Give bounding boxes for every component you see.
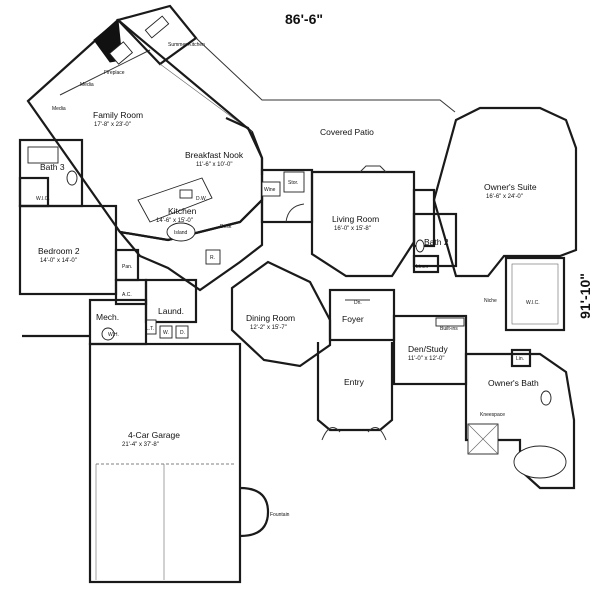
garage-walls <box>88 342 242 584</box>
kitchen-counter <box>137 177 213 223</box>
note-kneespace: Kneespace <box>480 412 505 418</box>
label-family-room: Family Room <box>93 110 143 120</box>
note-wic-bath3: W.I.C. <box>36 196 50 202</box>
label-dining-room: Dining Room <box>246 313 295 323</box>
kitchen-walls <box>117 197 264 292</box>
note-lin: Lin. <box>516 356 524 362</box>
water-heater <box>101 327 115 341</box>
label-garage: 4-Car Garage <box>128 430 180 440</box>
linen-closet <box>412 254 440 274</box>
label-entry: Entry <box>344 377 365 387</box>
owners-linen <box>510 348 532 368</box>
label-den-study: Den/Study <box>408 344 448 354</box>
bath2-walls <box>412 212 458 268</box>
entry-door-left <box>321 427 341 441</box>
depth-dimension: 91'-10" <box>577 273 593 319</box>
den-study-walls <box>392 314 468 386</box>
note-ac: A.C. <box>122 292 132 298</box>
media-wall-line <box>59 49 151 96</box>
fridge <box>205 249 221 265</box>
dim-family-room: 17'-8" x 23'-0" <box>94 122 131 128</box>
note-linen: Linen <box>416 264 428 270</box>
label-kitchen: Kitchen <box>168 206 197 216</box>
note-niche: Niche <box>484 298 497 304</box>
dim-owners-suite: 16'-6" x 24'-0" <box>486 194 523 200</box>
entry-door-right <box>367 427 387 441</box>
storage-closet <box>283 171 305 193</box>
note-rf: R. <box>210 255 215 261</box>
note-w: W. <box>163 330 169 336</box>
dryer <box>175 325 189 339</box>
patio-roof-edge <box>195 37 456 113</box>
dim-dining-room: 12'-2" x 15'-7" <box>250 325 287 331</box>
note-desk: Desk <box>220 224 232 230</box>
note-dw: D.W. <box>196 196 207 202</box>
note-d: D. <box>180 330 185 336</box>
label-mech: Mech. <box>96 312 119 322</box>
wine-closet <box>261 181 281 197</box>
washer <box>159 325 173 339</box>
owners-wic-shelving <box>511 263 559 325</box>
label-bath2: Bath 2 <box>424 237 449 247</box>
label-owners-suite: Owner's Suite <box>484 182 537 192</box>
note-dn: Dn. <box>354 300 362 306</box>
note-fireplace: Fireplace <box>104 70 125 76</box>
dim-kitchen: 14'-6" x 15'-0" <box>156 218 193 224</box>
annotation-labels: Summer Kitchen Fireplace Media Media W.I… <box>36 42 540 518</box>
note-island: Island <box>174 230 188 236</box>
note-summer-kitchen: Summer Kitchen <box>168 42 205 48</box>
stair-curve <box>285 203 305 223</box>
dim-breakfast-nook: 11'-6" x 10'-0" <box>196 162 232 168</box>
bath3-toilet <box>66 170 78 186</box>
bath2-toilet <box>415 239 425 253</box>
note-fountain: Fountain <box>270 512 290 518</box>
built-ins <box>435 317 465 327</box>
note-stor: Stor. <box>288 180 298 186</box>
dim-living-room: 16'-0" x 15'-8" <box>334 226 371 232</box>
shower-x2 <box>467 423 499 455</box>
note-wine: Wine <box>264 187 276 193</box>
entry-walls <box>316 342 394 432</box>
label-living-room: Living Room <box>332 214 379 224</box>
fireplace-hearth <box>108 41 134 65</box>
bath3-tub <box>27 146 59 164</box>
owners-wic <box>504 256 566 332</box>
width-dimension: 86'-6" <box>285 11 323 27</box>
note-wic-owner: W.I.C. <box>526 300 540 306</box>
dim-den-study: 11'-0" x 12'-0" <box>408 356 444 362</box>
note-wh: W.H. <box>108 332 119 338</box>
label-breakfast-nook: Breakfast Nook <box>185 150 244 160</box>
label-bedroom2: Bedroom 2 <box>38 246 80 256</box>
label-bath3: Bath 3 <box>40 162 65 172</box>
kitchen-sink <box>179 189 193 199</box>
note-media-top: Media <box>80 82 94 88</box>
label-covered-patio: Covered Patio <box>320 127 374 137</box>
owners-toilet <box>540 390 552 406</box>
kitchen-island <box>166 222 196 242</box>
note-lt: L.T. <box>146 326 154 332</box>
living-room-door <box>359 165 387 173</box>
living-room-walls <box>310 170 416 278</box>
note-media-left: Media <box>52 106 66 112</box>
note-pan: Pan. <box>122 264 132 270</box>
dim-garage: 21'-4" x 37'-8" <box>122 442 159 448</box>
dining-room-walls <box>230 260 332 368</box>
label-foyer: Foyer <box>342 314 364 324</box>
room-labels: Family Room 17'-8" x 23'-0" Breakfast No… <box>38 110 539 448</box>
fountain-outline <box>239 486 270 538</box>
owners-tub <box>513 445 567 479</box>
dim-bedroom2: 14'-0" x 14'-0" <box>40 258 77 264</box>
owners-suite-walls <box>432 106 578 278</box>
patio-roof-edge-inner <box>159 63 253 133</box>
breakfast-bay <box>225 116 264 175</box>
label-laund: Laund. <box>158 306 184 316</box>
summer-kitchen-counter <box>144 15 170 39</box>
label-owners-bath: Owner's Bath <box>488 378 539 388</box>
note-built-ins: Built-ins <box>440 326 458 332</box>
